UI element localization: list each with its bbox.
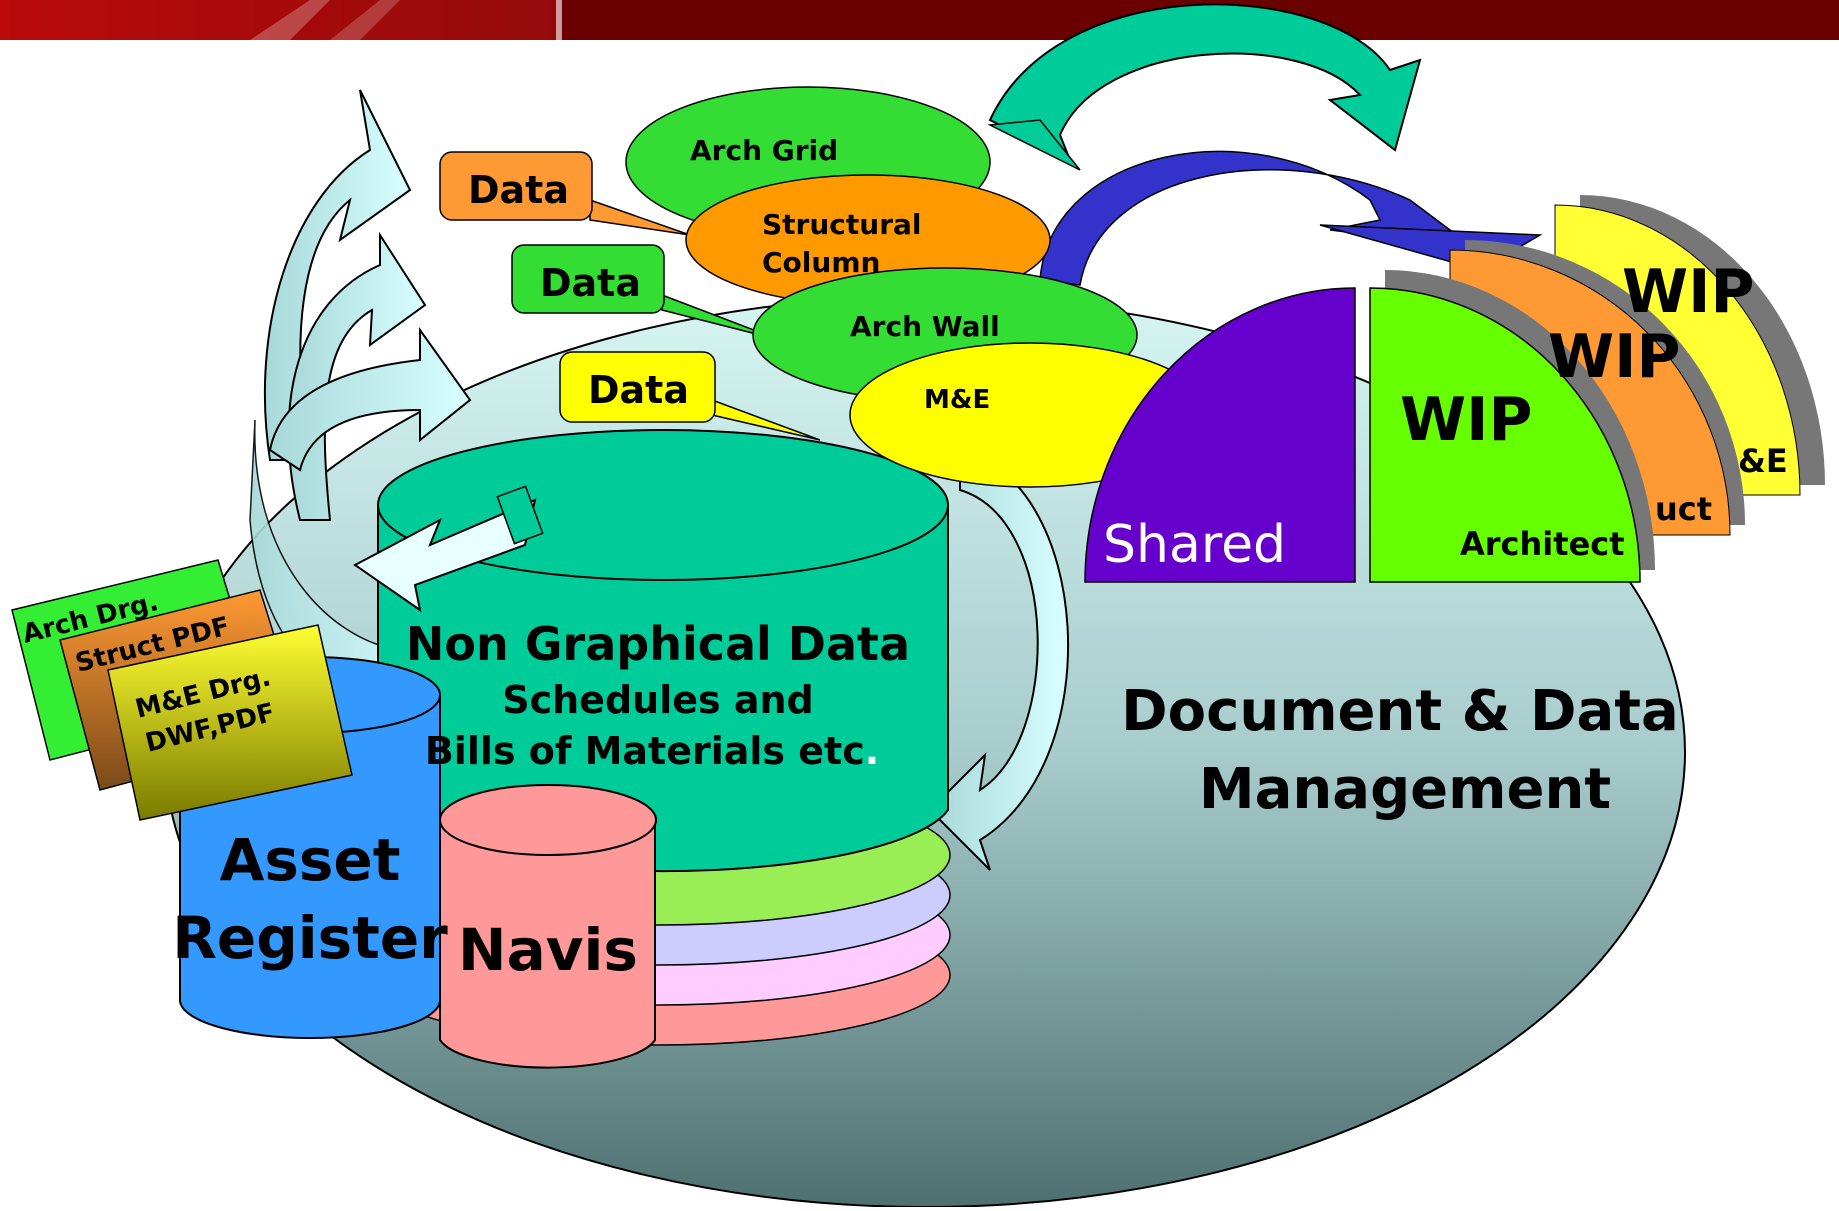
wip-struct-label: WIP: [1548, 322, 1680, 392]
arch-grid-label: Arch Grid: [690, 134, 838, 167]
architect-label: Architect: [1460, 525, 1625, 563]
data-callout-green-label: Data: [540, 261, 641, 305]
navis-label: Navis: [458, 916, 638, 984]
data-flow-arrow: [353, 485, 544, 613]
shared-quadrant: [1084, 287, 1356, 583]
data-callout-yellow: [559, 351, 821, 441]
sync-arrow-top: [987, 3, 1422, 171]
navis-cylinder: [439, 784, 657, 1069]
struct-fragment-label: uct: [1655, 490, 1712, 528]
cylinder-line3-dot: .: [865, 729, 879, 773]
wip-architect-label: WIP: [1400, 385, 1532, 455]
arch-wall-label: Arch Wall: [850, 310, 1000, 343]
wip-me-label: WIP: [1622, 257, 1754, 327]
asset-register-line2: Register: [172, 904, 448, 972]
data-callout-yellow-label: Data: [588, 368, 689, 412]
data-callout-orange-label: Data: [468, 168, 569, 212]
structural-label-line2: Column: [762, 246, 880, 279]
header-bar: [0, 0, 1839, 40]
wip-architect-quadrant: [1369, 270, 1655, 583]
shared-label: Shared: [1103, 515, 1286, 575]
cycle-arrow-right: [928, 448, 1070, 871]
data-callout-green: [511, 244, 781, 341]
ddm-line1: Document & Data: [1121, 679, 1679, 744]
cylinder-line2: Schedules and: [502, 678, 814, 722]
ddm-line2: Management: [1199, 757, 1611, 822]
me-drawing-sheet: [107, 624, 353, 821]
me-fragment-label: &E: [1738, 442, 1788, 480]
cylinder-title: Non Graphical Data: [406, 617, 910, 671]
data-callout-orange: [439, 151, 691, 236]
me-ellipse-label: M&E: [924, 385, 990, 415]
asset-register-line1: Asset: [220, 826, 401, 894]
cylinder-line3: Bills of Materials etc.: [425, 729, 879, 773]
structural-label-line1: Structural: [762, 208, 922, 241]
